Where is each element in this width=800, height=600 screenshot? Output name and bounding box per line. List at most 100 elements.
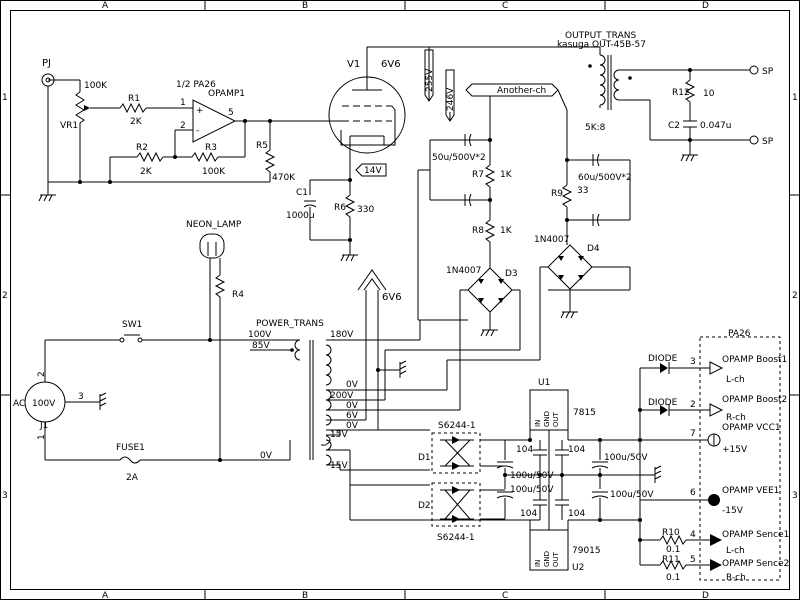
j-pin: 2 (37, 371, 47, 377)
fuse-value: 2A (126, 473, 139, 483)
r5-value: 470K (272, 173, 296, 183)
tap-label: 100V (248, 330, 272, 340)
sence1-label: OPAMP Sence1 (722, 530, 789, 540)
vcc1-label: OPAMP VCC1 (722, 423, 781, 433)
cap-polarized-icon (592, 153, 600, 167)
sence2-label: OPAMP Sence2 (722, 559, 789, 569)
r12-label: R12 (672, 88, 690, 98)
v1-type: 6V6 (381, 59, 401, 70)
d2-bridge (431, 482, 481, 527)
col-label: B (302, 1, 308, 11)
lv-supply: D1 S6244-1 D2 S6244-1 100u/50V (326, 378, 662, 573)
chassis-ground-icon (99, 392, 107, 410)
chassis-ground-icon (654, 465, 662, 483)
row-label: 1 (2, 93, 8, 103)
col-label: C (502, 591, 508, 600)
primary-coil-icon (294, 339, 301, 361)
r6-label: R6 (334, 203, 346, 213)
j1-label: J1 (39, 421, 48, 431)
pj-label: PJ (42, 58, 51, 69)
neon-lamp-label: NEON_LAMP (186, 220, 242, 230)
s6244-label: S6244-1 (437, 533, 475, 543)
d1-bridge (431, 432, 481, 474)
primary-coil-icon (599, 54, 606, 106)
cap-polarized-icon (591, 461, 609, 469)
cap-pair1-label: 50u/500V*2 (432, 153, 486, 163)
sp1-label: SP (762, 67, 774, 77)
rch2-label: R-ch (726, 573, 746, 583)
cap-polarized-icon (464, 193, 472, 207)
d3-label: D3 (505, 269, 518, 279)
bridge-d3: 1N4007 D3 (385, 266, 521, 352)
output-transformer: OUTPUT_TRANS kasuga OUT-45B-57 5K:8 R12 … (557, 31, 774, 162)
pin-label: 2 (180, 121, 186, 131)
pin-label: GND (543, 551, 551, 567)
r2-label: R2 (136, 143, 148, 153)
r7-resistor (484, 164, 496, 188)
bplus-filter-2: 60u/500V*2 R9 33 (551, 153, 632, 245)
r3-value: 100K (202, 167, 226, 177)
d1-label: D1 (418, 453, 431, 463)
j-pin: 3 (78, 392, 84, 402)
cap-pair2-label: 60u/500V*2 (578, 173, 632, 183)
opamp1-label: OPAMP1 (208, 89, 245, 99)
cap-polarized-icon (496, 491, 514, 499)
lch2-label: L-ch (726, 546, 745, 556)
r8-value: 1K (500, 226, 513, 236)
d3-type: 1N4007 (446, 266, 481, 276)
r4-label: R4 (232, 290, 244, 300)
output-trans-model: kasuga OUT-45B-57 (557, 40, 646, 50)
r10-value: 0.1 (666, 545, 680, 555)
r9-value: 33 (577, 186, 588, 196)
sence2-terminal-icon (710, 559, 722, 571)
v246-label: 246V (446, 87, 456, 111)
pin-label: 3 (690, 357, 696, 367)
r1-resistor (119, 102, 147, 114)
r1-value: 2K (130, 117, 143, 127)
bridge-rectifier-icon (547, 244, 593, 290)
u2-label: U2 (572, 563, 584, 573)
r2-resistor (136, 151, 164, 163)
c100u-label: 100u/50V (610, 490, 654, 500)
fuse1-label: FUSE1 (116, 443, 145, 453)
output-trans-label: OUTPUT_TRANS (565, 31, 636, 41)
v14-tag (355, 163, 387, 177)
speaker-terminal-icon (749, 65, 759, 75)
input-section: PJ 100K VR1 R1 2K 1 2 + - 1/2 PA26 OPAMP… (38, 58, 332, 202)
v1-label: V1 (347, 59, 360, 70)
tap-label: 15V (330, 461, 348, 471)
fuse-icon (119, 456, 141, 464)
voltage-tag-icon (424, 49, 434, 102)
chassis-ground-icon (399, 360, 407, 378)
ground-icon (560, 311, 578, 319)
r7-value: 1K (500, 170, 513, 180)
pin-label: 5 (690, 555, 696, 565)
pin-label: OUT (552, 551, 560, 567)
speaker-terminal-icon (749, 135, 759, 145)
tube-v1: V1 6V6 255V 246V Another-ch 14V (286, 46, 600, 262)
cap-polarized-icon (464, 133, 472, 147)
pin-label: IN (534, 420, 542, 427)
col-label: D (702, 1, 709, 11)
c104-label: 104 (568, 509, 585, 519)
row-label: 1 (792, 93, 798, 103)
ground-icon (480, 329, 498, 337)
col-label: A (102, 591, 109, 600)
r9-label: R9 (551, 189, 563, 199)
r3-resistor (191, 151, 219, 163)
ground-icon (340, 254, 358, 262)
pin-label: 6 (690, 488, 696, 498)
r3-label: R3 (205, 143, 217, 153)
opamp1-icon (192, 99, 237, 143)
pa26-connections: PA26 DIODE 3 OPAMP Boost1 L-ch DIODE 2 O… (600, 329, 789, 583)
sence1-terminal-icon (710, 534, 722, 546)
sw1-label: SW1 (122, 320, 142, 330)
neon-lamp-icon (199, 233, 225, 259)
c2-label: C2 (668, 121, 680, 131)
c2-value: 0.047u (700, 121, 731, 131)
c104-label: 104 (516, 445, 533, 455)
j-pin: 1 (37, 434, 47, 440)
tap-label: 0V (346, 421, 359, 431)
pin-label: IN (534, 560, 542, 567)
